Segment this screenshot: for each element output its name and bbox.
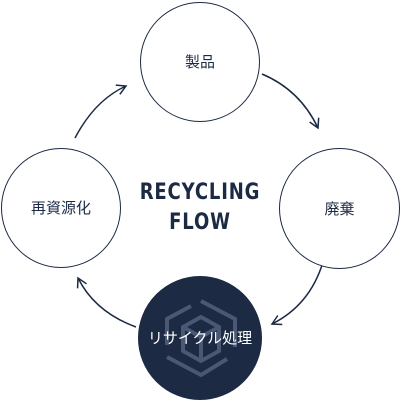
node-reuse: 再資源化 [1, 148, 121, 268]
node-recycling: リサイクル処理 [138, 276, 262, 400]
diagram-title: RECYCLING FLOW [134, 178, 265, 238]
node-reuse-label: 再資源化 [30, 199, 91, 217]
arrow-recycling-to-reuse [76, 276, 137, 328]
node-recycling-label: リサイクル処理 [147, 329, 253, 347]
arrow-waste-to-recycling [270, 261, 324, 326]
node-waste-label: 廃棄 [324, 199, 355, 218]
diagram-title-line-1: RECYCLING [139, 180, 261, 205]
arrow-product-to-waste [261, 73, 320, 130]
node-product-label: 製品 [184, 53, 215, 71]
diagram-title-line-2: FLOW [169, 210, 231, 235]
arrow-reuse-to-product [74, 84, 128, 139]
node-waste: 廃棄 [279, 148, 400, 269]
node-product: 製品 [140, 2, 260, 122]
hexagon-recycle-icon [165, 299, 237, 378]
